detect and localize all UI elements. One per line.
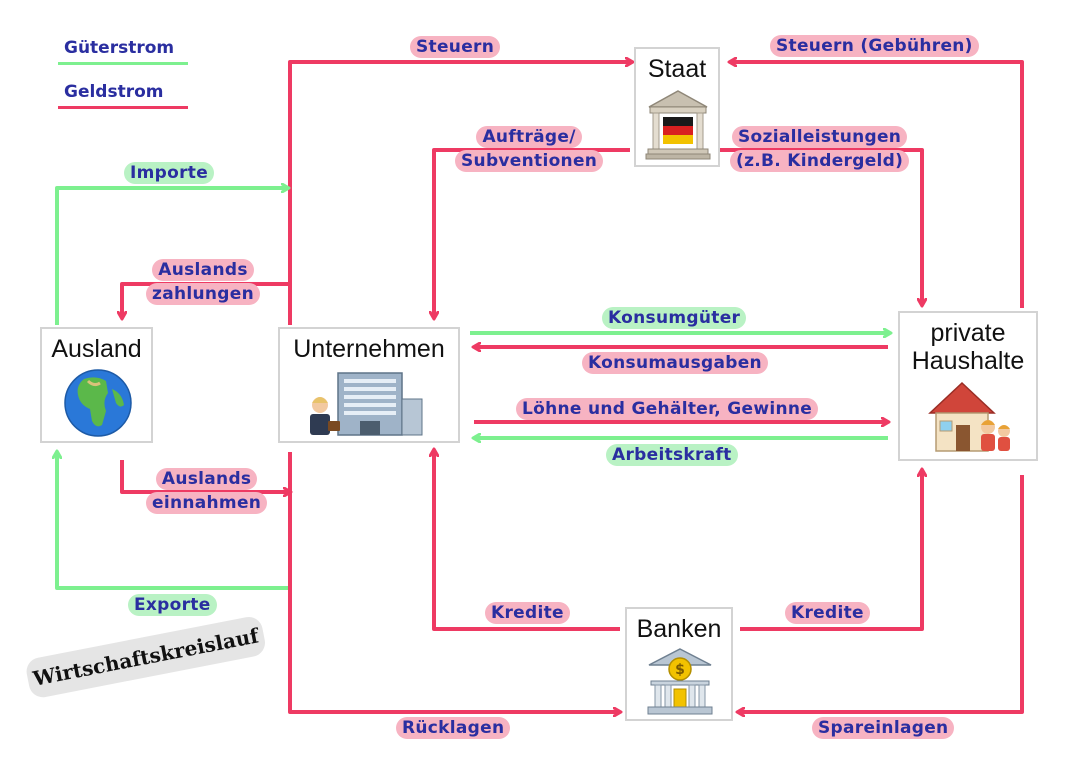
label-spareinlagen: Spareinlagen	[812, 717, 955, 739]
bank-building-icon: $	[647, 648, 713, 715]
flow-line-steuern-gebuehren	[730, 62, 1024, 308]
node-staat: Staat	[634, 47, 720, 167]
legend-goods-label: Güterstrom	[64, 38, 175, 58]
flow-line-steuern	[288, 62, 632, 325]
label-konsumausgaben: Konsumausgaben	[582, 352, 768, 374]
node-staat-title: Staat	[647, 55, 707, 83]
label-auslandseinnahmen: Auslands einnahmen	[146, 468, 268, 516]
label-sozialleistungen: Sozialleistungen (z.B. Kindergeld)	[730, 126, 910, 174]
label-kredite-haushalte: Kredite	[785, 602, 870, 624]
legend-money: Geldstrom	[58, 82, 188, 109]
node-banken: Banken $	[625, 607, 733, 721]
label-kredite-unternehmen: Kredite	[485, 602, 570, 624]
house-family-icon	[928, 381, 1010, 452]
office-building-icon	[310, 372, 423, 436]
label-importe: Importe	[124, 162, 215, 184]
legend-money-line	[58, 106, 188, 109]
node-haushalte: private Haushalte	[898, 311, 1038, 461]
node-unternehmen-title: Unternehmen	[293, 335, 445, 363]
legend-goods: Güterstrom	[58, 38, 188, 65]
label-ruecklagen: Rücklagen	[396, 717, 511, 739]
government-building-flag-icon	[645, 90, 711, 160]
label-auslandszahlungen: Auslands zahlungen	[146, 259, 261, 307]
label-steuern: Steuern	[410, 36, 501, 58]
legend-goods-line	[58, 62, 188, 65]
label-arbeitskraft: Arbeitskraft	[606, 444, 738, 466]
flow-line-importe	[55, 188, 288, 325]
flow-line-kredite-haushalte	[740, 470, 922, 631]
flow-line-spareinlagen	[738, 475, 1024, 712]
label-steuern-gebuehren: Steuern (Gebühren)	[770, 35, 979, 57]
label-loehne: Löhne und Gehälter, Gewinne	[516, 398, 819, 420]
svg-text:$: $	[675, 662, 685, 678]
label-exporte: Exporte	[128, 594, 217, 616]
legend-money-label: Geldstrom	[64, 82, 164, 102]
flow-line-ruecklagen	[288, 452, 620, 712]
node-banken-title: Banken	[636, 615, 722, 643]
flow-line-kredite-unternehmen	[434, 450, 620, 631]
flow-line-exporte	[57, 452, 290, 590]
label-konsumgueter: Konsumgüter	[602, 307, 747, 329]
node-ausland: Ausland	[40, 327, 153, 443]
node-haushalte-title-2: Haushalte	[911, 347, 1025, 375]
globe-icon	[64, 369, 132, 437]
label-auftraege: Aufträge/ Subventionen	[455, 126, 604, 174]
node-ausland-title: Ausland	[51, 335, 142, 363]
node-haushalte-title-1: private	[930, 319, 1006, 347]
node-unternehmen: Unternehmen	[278, 327, 460, 443]
flow-line-auftraege	[434, 148, 630, 318]
